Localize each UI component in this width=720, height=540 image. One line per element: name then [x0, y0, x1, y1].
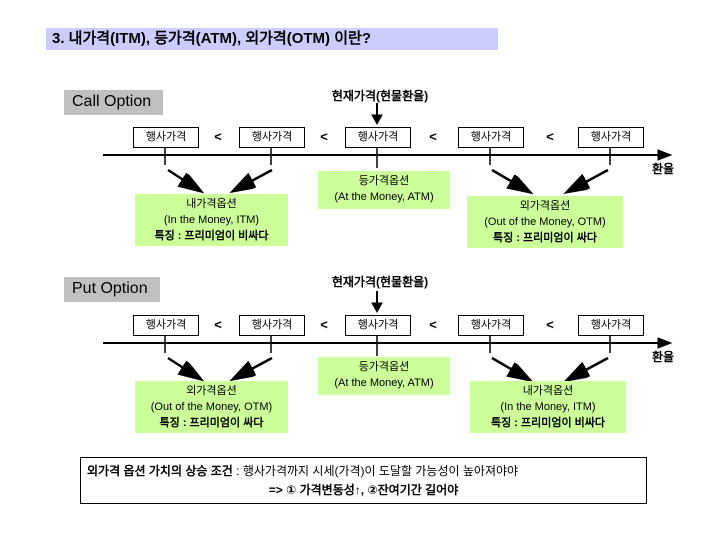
call-current-price-label: 현재가격(현물환율) — [331, 89, 429, 103]
put-otm-box: 외가격옵션 (Out of the Money, OTM) 특징 : 프리미엄이… — [135, 381, 288, 433]
axis-arrow — [103, 149, 673, 161]
down-arrow-icon — [371, 103, 383, 126]
atm-name: 등가격옵션 — [358, 361, 410, 373]
call-axis-graphics — [103, 103, 673, 215]
strike-price-box: 행사가격 — [239, 127, 305, 148]
less-than-sign: < — [429, 129, 437, 144]
itm-en: (In the Money, ITM) — [163, 214, 260, 226]
strike-price-box: 행사가격 — [458, 127, 524, 148]
atm-en: (At the Money, ATM) — [334, 377, 434, 389]
otm-feature: 특징 : 프리미엄이 싸다 — [493, 232, 597, 244]
diagonal-arrow-icons — [167, 168, 609, 191]
footnote-line1: 외가격 옵션 가치의 상승 조건 : 행사가격까지 시세(가격)이 도달할 가능… — [87, 462, 640, 479]
call-otm-box: 외가격옵션 (Out of the Money, OTM) 특징 : 프리미엄이… — [467, 196, 623, 248]
strike-price-box: 행사가격 — [133, 315, 199, 336]
less-than-sign: < — [429, 317, 437, 332]
otm-feature: 특징 : 프리미엄이 싸다 — [159, 417, 264, 429]
itm-name: 내가격옵션 — [186, 198, 237, 210]
less-than-sign: < — [214, 317, 222, 332]
otm-en: (Out of the Money, OTM) — [150, 401, 273, 413]
axis-ticks — [164, 147, 611, 168]
put-current-price-label: 현재가격(현물환율) — [331, 275, 429, 289]
itm-en: (In the Money, ITM) — [500, 401, 596, 413]
footnote-rest: : 행사가격까지 시세(가격)이 도달할 가능성이 높아져야야 — [232, 464, 519, 478]
atm-en: (At the Money, ATM) — [334, 191, 434, 203]
call-axis-label: 환율 — [652, 162, 675, 176]
footnote-lead: 외가격 옵션 가치의 상승 조건 — [87, 464, 233, 478]
axis-arrow — [103, 337, 673, 349]
otm-name: 외가격옵션 — [519, 200, 571, 212]
strike-price-box: 행사가격 — [578, 315, 644, 336]
otm-en: (Out of the Money, OTM) — [484, 216, 606, 228]
strike-price-box: 행사가격 — [578, 127, 644, 148]
strike-price-box: 행사가격 — [239, 315, 305, 336]
put-axis-label: 환율 — [652, 350, 675, 364]
strike-price-box: 행사가격 — [345, 315, 411, 336]
down-arrow-icon — [371, 291, 383, 314]
itm-feature: 특징 : 프리미엄이 비싸다 — [490, 417, 606, 429]
put-option-label: Put Option — [64, 277, 160, 302]
put-axis-graphics — [103, 291, 673, 403]
call-itm-box: 내가격옵션 (In the Money, ITM) 특징 : 프리미엄이 비싸다 — [135, 194, 288, 246]
footnote-line2: => ① 가격변동성↑, ②잔여기간 길어야 — [268, 483, 459, 497]
less-than-sign: < — [320, 129, 328, 144]
itm-feature: 특징 : 프리미엄이 비싸다 — [154, 230, 269, 242]
strike-price-box: 행사가격 — [345, 127, 411, 148]
put-itm-box: 내가격옵션 (In the Money, ITM) 특징 : 프리미엄이 비싸다 — [470, 381, 626, 433]
call-option-label: Call Option — [64, 90, 164, 115]
less-than-sign: < — [546, 129, 554, 144]
diagonal-arrow-icons — [167, 356, 609, 379]
itm-name: 내가격옵션 — [522, 385, 574, 397]
footnote-box: 외가격 옵션 가치의 상승 조건 : 행사가격까지 시세(가격)이 도달할 가능… — [80, 457, 647, 504]
strike-price-box: 행사가격 — [133, 127, 199, 148]
call-atm-box: 등가격옵션 (At the Money, ATM) — [318, 171, 450, 209]
put-atm-box: 등가격옵션 (At the Money, ATM) — [318, 357, 450, 395]
otm-name: 외가격옵션 — [186, 385, 237, 397]
less-than-sign: < — [214, 129, 222, 144]
page-title: 3. 내가격(ITM), 등가격(ATM), 외가격(OTM) 이란? — [46, 28, 498, 50]
strike-price-box: 행사가격 — [458, 315, 524, 336]
axis-ticks — [164, 335, 611, 356]
less-than-sign: < — [546, 317, 554, 332]
atm-name: 등가격옵션 — [358, 175, 410, 187]
less-than-sign: < — [320, 317, 328, 332]
